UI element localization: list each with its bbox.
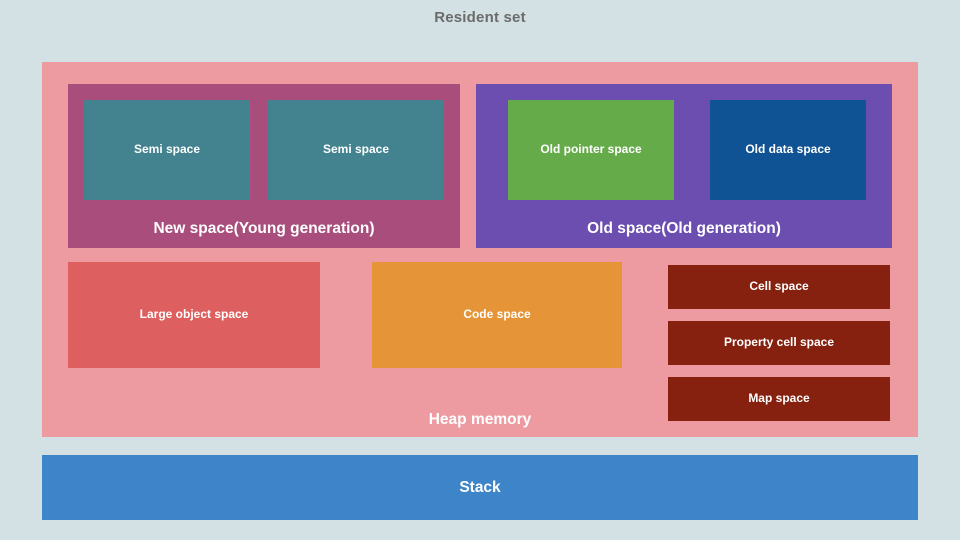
old-space-label: Old space(Old generation) [587,220,781,237]
large-object-space-box: Large object space [68,262,320,368]
new-space-group: Semi space Semi space New space(Young ge… [68,84,460,248]
stack-box: Stack [42,455,918,520]
old-data-space-box: Old data space [710,100,866,200]
property-cell-space-box: Property cell space [668,321,890,365]
new-space-label: New space(Young generation) [153,220,375,237]
map-space-box: Map space [668,377,890,421]
semi-space-box-1: Semi space [84,100,250,200]
semi-space-box-2: Semi space [268,100,444,200]
page-title: Resident set [434,9,526,26]
cell-space-box: Cell space [668,265,890,309]
old-pointer-space-box: Old pointer space [508,100,674,200]
code-space-box: Code space [372,262,622,368]
old-space-group: Old pointer space Old data space Old spa… [476,84,892,248]
heap-memory-panel: Semi space Semi space New space(Young ge… [42,62,918,437]
heap-memory-label: Heap memory [428,411,532,428]
